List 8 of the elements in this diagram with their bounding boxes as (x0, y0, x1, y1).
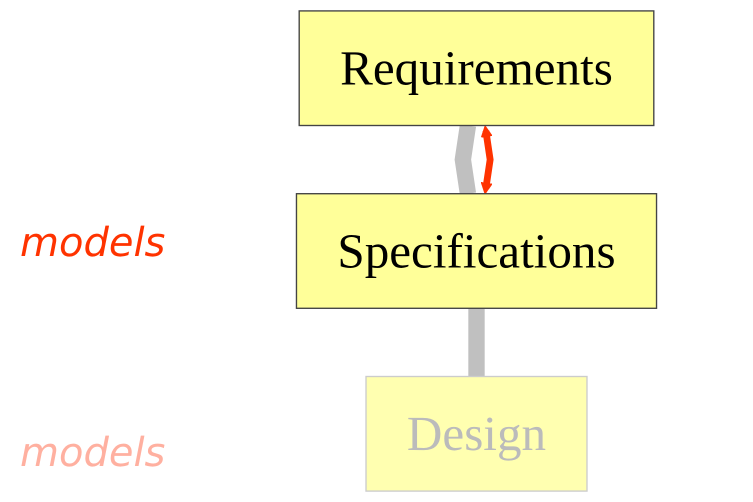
arrow (480, 126, 494, 194)
node-box: Design (365, 376, 588, 492)
annotation-text: models (20, 220, 166, 266)
annotation-text: models (20, 430, 166, 476)
node-box: Requirements (298, 10, 654, 126)
node-box: Specifications (296, 193, 658, 309)
connector (454, 124, 476, 195)
connector (468, 308, 485, 376)
